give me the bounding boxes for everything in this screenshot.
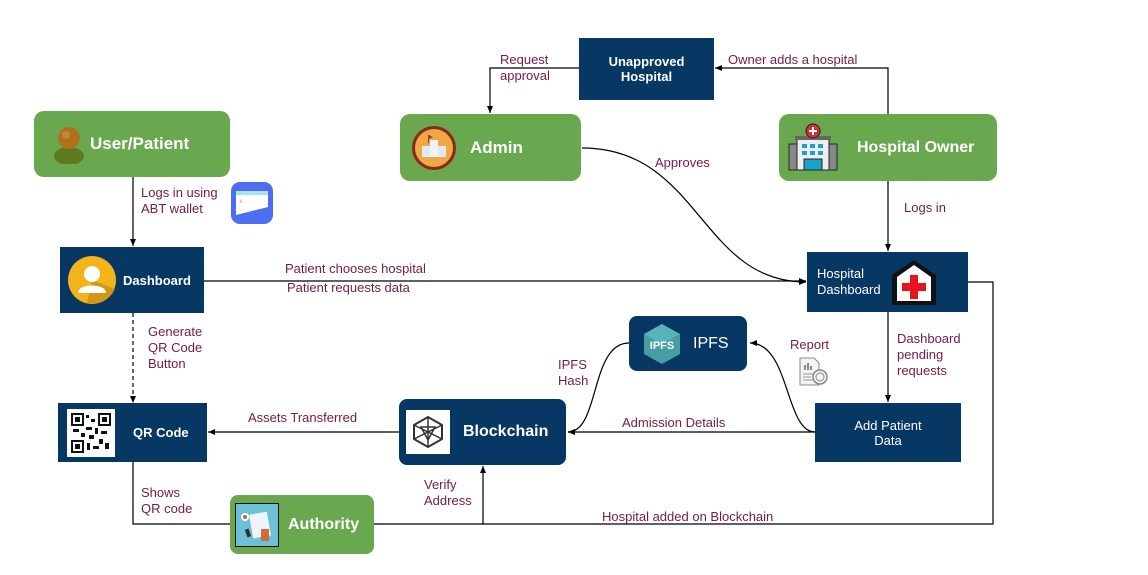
edge-unapproved-to-admin (487, 67, 579, 113)
node-label-line2: Data (874, 432, 902, 448)
ipfs-cube-icon: IPFS (643, 323, 681, 365)
node-add-patient-data[interactable]: Add Patient Data (815, 403, 961, 462)
node-qr-code[interactable]: QR Code (58, 403, 207, 462)
node-label-line1: Unapproved (608, 54, 685, 69)
edge-label-patient-chooses: Patient chooses hospital (285, 261, 426, 276)
node-hospital-owner[interactable]: Hospital Owner (779, 114, 997, 181)
user-avatar-icon (52, 124, 86, 164)
node-label: IPFS (693, 334, 729, 352)
node-label: QR Code (133, 425, 189, 440)
node-ipfs[interactable]: IPFS IPFS (629, 316, 747, 371)
abt-wallet-icon (230, 181, 274, 225)
id-document-icon (235, 502, 279, 547)
edge-label-patient-requests: Patient requests data (287, 280, 410, 295)
node-unapproved-hospital[interactable]: Unapproved Hospital (579, 38, 714, 100)
school-building-icon (410, 124, 458, 172)
node-user-patient[interactable]: User/Patient (34, 111, 230, 177)
node-blockchain[interactable]: Blockchain (399, 399, 566, 465)
edge-label-hospital-added: Hospital added on Blockchain (602, 509, 774, 524)
node-hospital-dashboard[interactable]: Hospital Dashboard (807, 252, 968, 312)
edge-ipfs-hash (567, 342, 630, 435)
hospital-cross-icon (889, 257, 939, 307)
edge-label-logs-in: Logs in (904, 200, 946, 215)
node-label: Blockchain (463, 423, 549, 440)
svg-text:IPFS: IPFS (650, 340, 674, 352)
blockchain-cube-icon (406, 410, 450, 454)
node-label: Admin (470, 137, 523, 157)
edge-label-approves: Approves (655, 155, 710, 170)
node-label-line1: Hospital (817, 266, 864, 281)
node-label-line2: Dashboard (817, 282, 881, 297)
edge-label-report: Report (790, 337, 830, 352)
edge-report-to-ipfs (749, 340, 816, 433)
node-label: Authority (288, 515, 360, 533)
edge-hospital-added (483, 281, 994, 525)
edge-label-owner-adds: Owner adds a hospital (728, 52, 858, 67)
node-label: User/Patient (90, 134, 190, 153)
user-profile-icon (67, 255, 117, 305)
hospital-building-icon (787, 122, 839, 174)
node-dashboard[interactable]: Dashboard (60, 247, 204, 313)
node-label-line1: Add Patient (854, 417, 922, 433)
edge-shows-qr (132, 461, 231, 525)
edge-label-assets-transferred: Assets Transferred (248, 410, 358, 425)
node-label-line2: Hospital (620, 69, 673, 84)
node-authority[interactable]: Authority (230, 495, 374, 554)
node-label: Dashboard (123, 272, 191, 288)
node-admin[interactable]: Admin (400, 114, 581, 181)
edge-owner-to-unapproved (715, 65, 889, 114)
qr-code-icon (67, 408, 115, 457)
report-document-icon (796, 356, 830, 388)
edge-admin-approves (581, 147, 807, 285)
edge-label-admission-details: Admission Details (622, 415, 726, 430)
node-label: Hospital Owner (857, 138, 975, 156)
